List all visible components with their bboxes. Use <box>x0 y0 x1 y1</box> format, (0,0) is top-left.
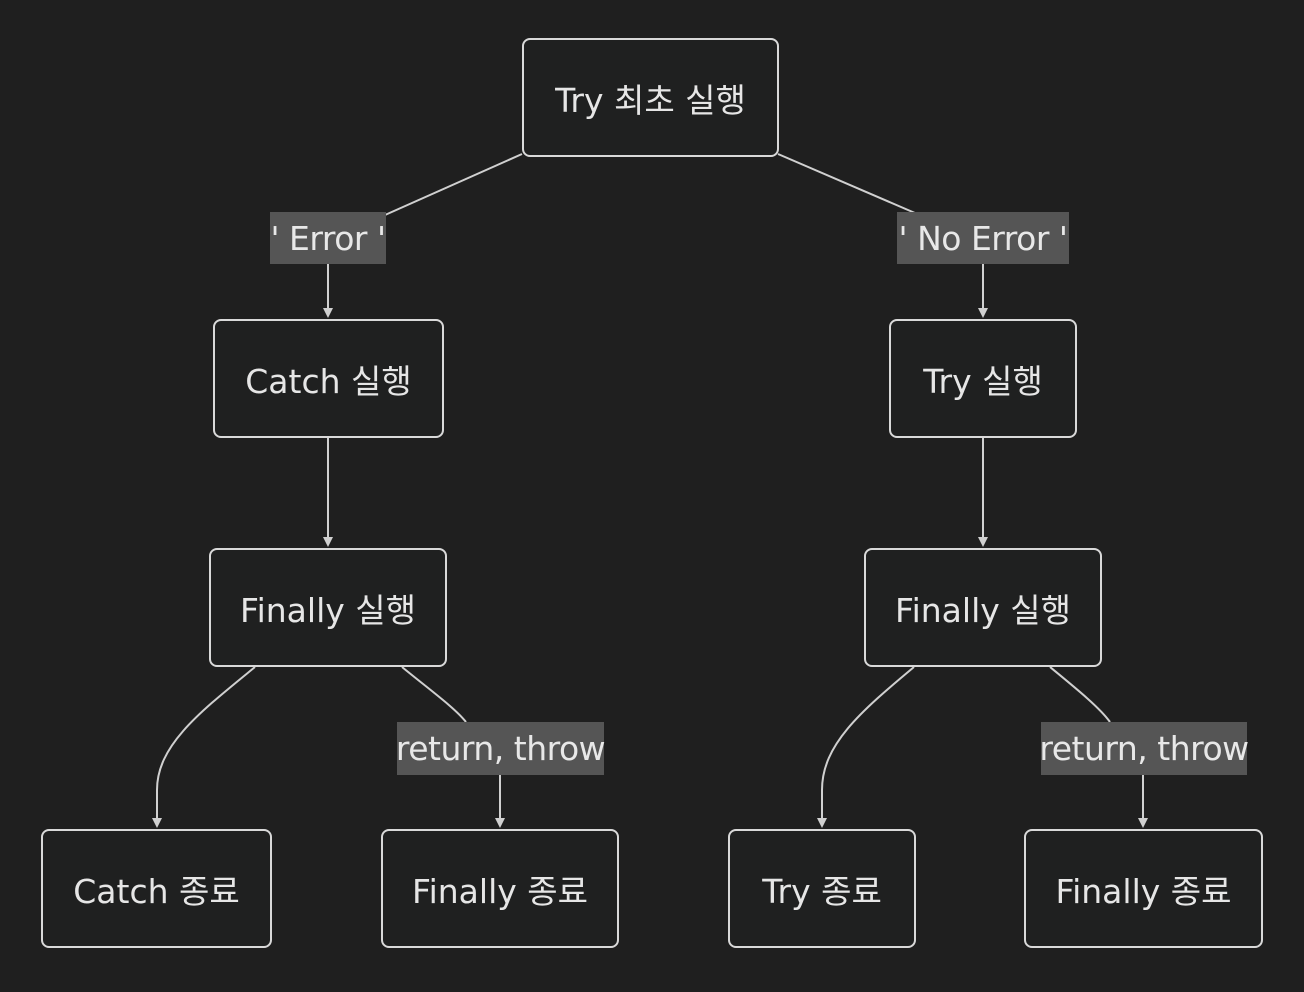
node-try-first-run: Try 최초 실행 <box>522 38 779 157</box>
edge-label-return-throw-right: return, throw <box>1039 722 1249 775</box>
edge-label-return-throw-left: return, throw <box>396 722 606 775</box>
node-catch-end: Catch 종료 <box>41 829 272 948</box>
edge-try-to-no-error-label <box>777 153 916 214</box>
node-try-run: Try 실행 <box>889 319 1077 438</box>
edge-try-to-error-label <box>384 153 523 216</box>
node-finally-run-right: Finally 실행 <box>864 548 1102 667</box>
node-try-end: Try 종료 <box>728 829 916 948</box>
node-finally-end-left: Finally 종료 <box>381 829 619 948</box>
edge-finally-left-to-catch-end <box>152 666 256 828</box>
node-finally-end-right: Finally 종료 <box>1024 829 1263 948</box>
edge-finally-right-to-return-label <box>1049 666 1111 723</box>
edge-label-error: ' Error ' <box>270 212 386 264</box>
edge-finally-left-to-return-label <box>401 666 467 723</box>
node-finally-run-left: Finally 실행 <box>209 548 447 667</box>
node-catch-run: Catch 실행 <box>213 319 444 438</box>
edge-finally-right-to-try-end <box>817 666 915 828</box>
edge-label-no-error: ' No Error ' <box>897 212 1069 264</box>
